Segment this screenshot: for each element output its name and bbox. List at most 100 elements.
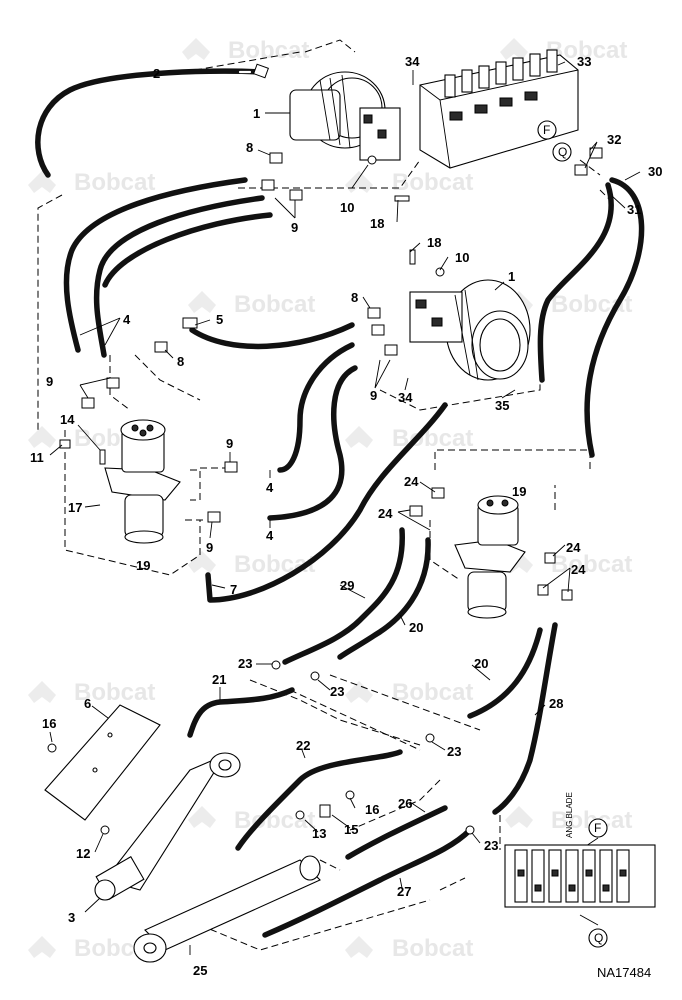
callout-16: 16 bbox=[365, 802, 379, 817]
watermark-text: Bobcat bbox=[74, 679, 155, 706]
callout-15: 15 bbox=[344, 822, 358, 837]
bobcat-logo-icon: Bobcat bbox=[345, 679, 473, 706]
callout-23: 23 bbox=[447, 744, 461, 759]
callout-5: 5 bbox=[216, 312, 223, 327]
callout-9: 9 bbox=[206, 540, 213, 555]
swivel-right bbox=[454, 495, 526, 619]
hose-20-lower bbox=[467, 627, 543, 719]
callout-30: 30 bbox=[648, 164, 662, 179]
swivel-left bbox=[104, 419, 181, 544]
callout-19: 19 bbox=[136, 558, 150, 573]
control-valve bbox=[419, 49, 579, 169]
hose-21 bbox=[187, 687, 295, 738]
callout-23: 23 bbox=[238, 656, 252, 671]
callout-31: 31 bbox=[627, 202, 641, 217]
callout-23: 23 bbox=[330, 684, 344, 699]
callout-numbers: 2 1 34 33 32 30 31 8 9 10 18 18 10 1 8 4… bbox=[30, 54, 662, 978]
hose-31 bbox=[537, 182, 614, 383]
hoses bbox=[35, 68, 645, 938]
callout-25: 25 bbox=[193, 963, 207, 978]
callout-33: 33 bbox=[577, 54, 591, 69]
callout-12: 12 bbox=[76, 846, 90, 861]
circle-f-inset bbox=[588, 818, 608, 838]
hose-29 bbox=[282, 527, 405, 665]
callout-21: 21 bbox=[212, 672, 226, 687]
callout-2: 2 bbox=[153, 66, 160, 81]
callout-11: 11 bbox=[30, 450, 44, 465]
watermark-text: Bobcat bbox=[551, 551, 632, 578]
watermark-text: Bobcat bbox=[228, 37, 309, 64]
hose-2 bbox=[35, 68, 263, 178]
valve-inset: ANG BLADE bbox=[504, 792, 656, 908]
hose-22 bbox=[235, 749, 403, 851]
hose-28 bbox=[492, 622, 558, 815]
bobcat-logo-icon: Bobcat bbox=[345, 425, 473, 452]
callout-26: 26 bbox=[398, 796, 412, 811]
watermark-text: Bobcat bbox=[392, 679, 473, 706]
callout-10: 10 bbox=[455, 250, 469, 265]
callout-9: 9 bbox=[370, 388, 377, 403]
circle-f-inset-label: F bbox=[594, 821, 601, 835]
callout-9: 9 bbox=[46, 374, 53, 389]
travel-motor-upper bbox=[289, 71, 401, 161]
callout-1: 1 bbox=[253, 106, 260, 121]
fittings bbox=[47, 63, 603, 835]
circle-markers: F Q F Q bbox=[537, 120, 608, 948]
callout-19: 19 bbox=[512, 484, 526, 499]
callout-8: 8 bbox=[351, 290, 358, 305]
circle-f-top bbox=[537, 120, 557, 140]
hose-27 bbox=[262, 827, 473, 938]
callout-6: 6 bbox=[84, 696, 91, 711]
callout-24: 24 bbox=[571, 562, 586, 577]
callout-8: 8 bbox=[177, 354, 184, 369]
callout-13: 13 bbox=[312, 826, 326, 841]
callout-14: 14 bbox=[60, 412, 75, 427]
callout-24: 24 bbox=[566, 540, 581, 555]
callout-1: 1 bbox=[508, 269, 515, 284]
boom-cylinder bbox=[94, 752, 241, 901]
leader-lines bbox=[49, 61, 641, 955]
watermark-text: Bobcat bbox=[234, 807, 315, 834]
callout-8: 8 bbox=[246, 140, 253, 155]
ang-blade-label: ANG BLADE bbox=[565, 792, 574, 838]
bobcat-logo-icon: Bobcat bbox=[345, 935, 473, 962]
circle-q-inset bbox=[588, 928, 608, 948]
blade-cylinder bbox=[133, 855, 321, 963]
callout-29: 29 bbox=[340, 578, 354, 593]
callout-34: 34 bbox=[405, 54, 420, 69]
hose-7 bbox=[205, 402, 448, 603]
figure-id: NA17484 bbox=[597, 965, 651, 980]
callout-24: 24 bbox=[404, 474, 419, 489]
watermark-text: Bobcat bbox=[74, 169, 155, 196]
hose-5 bbox=[189, 322, 355, 350]
circle-q-top-label: Q bbox=[558, 145, 567, 159]
circle-q-inset-label: Q bbox=[594, 931, 603, 945]
callout-17: 17 bbox=[68, 500, 82, 515]
bobcat-logo-icon: Bobcat bbox=[28, 679, 155, 706]
bobcat-logo-icon: Bobcat bbox=[28, 169, 155, 196]
dashed-reference-lines bbox=[37, 39, 611, 951]
callout-23: 23 bbox=[484, 838, 498, 853]
hose-4-third bbox=[102, 212, 273, 288]
callout-20: 20 bbox=[474, 656, 488, 671]
hose-4-upper bbox=[63, 177, 248, 353]
callout-10: 10 bbox=[340, 200, 354, 215]
bobcat-logo-icon: Bobcat bbox=[345, 169, 473, 196]
watermark-text: Bobcat bbox=[234, 291, 315, 318]
bobcat-logo-icon: Bobcat bbox=[188, 291, 315, 318]
cylinder-guard bbox=[44, 704, 161, 821]
circle-f-top-label: F bbox=[543, 123, 550, 137]
callout-35: 35 bbox=[495, 398, 509, 413]
bobcat-logo-icon: Bobcat bbox=[188, 551, 315, 578]
watermark-text: Bobcat bbox=[392, 169, 473, 196]
callout-24: 24 bbox=[378, 506, 393, 521]
hose-4-lower bbox=[93, 195, 265, 358]
callout-16: 16 bbox=[42, 716, 56, 731]
bobcat-logo-icon: Bobcat bbox=[182, 37, 309, 64]
callout-32: 32 bbox=[607, 132, 621, 147]
callout-28: 28 bbox=[549, 696, 563, 711]
callout-22: 22 bbox=[296, 738, 310, 753]
hose-20-upper bbox=[337, 537, 431, 660]
watermark-text: Bobcat bbox=[392, 935, 473, 962]
